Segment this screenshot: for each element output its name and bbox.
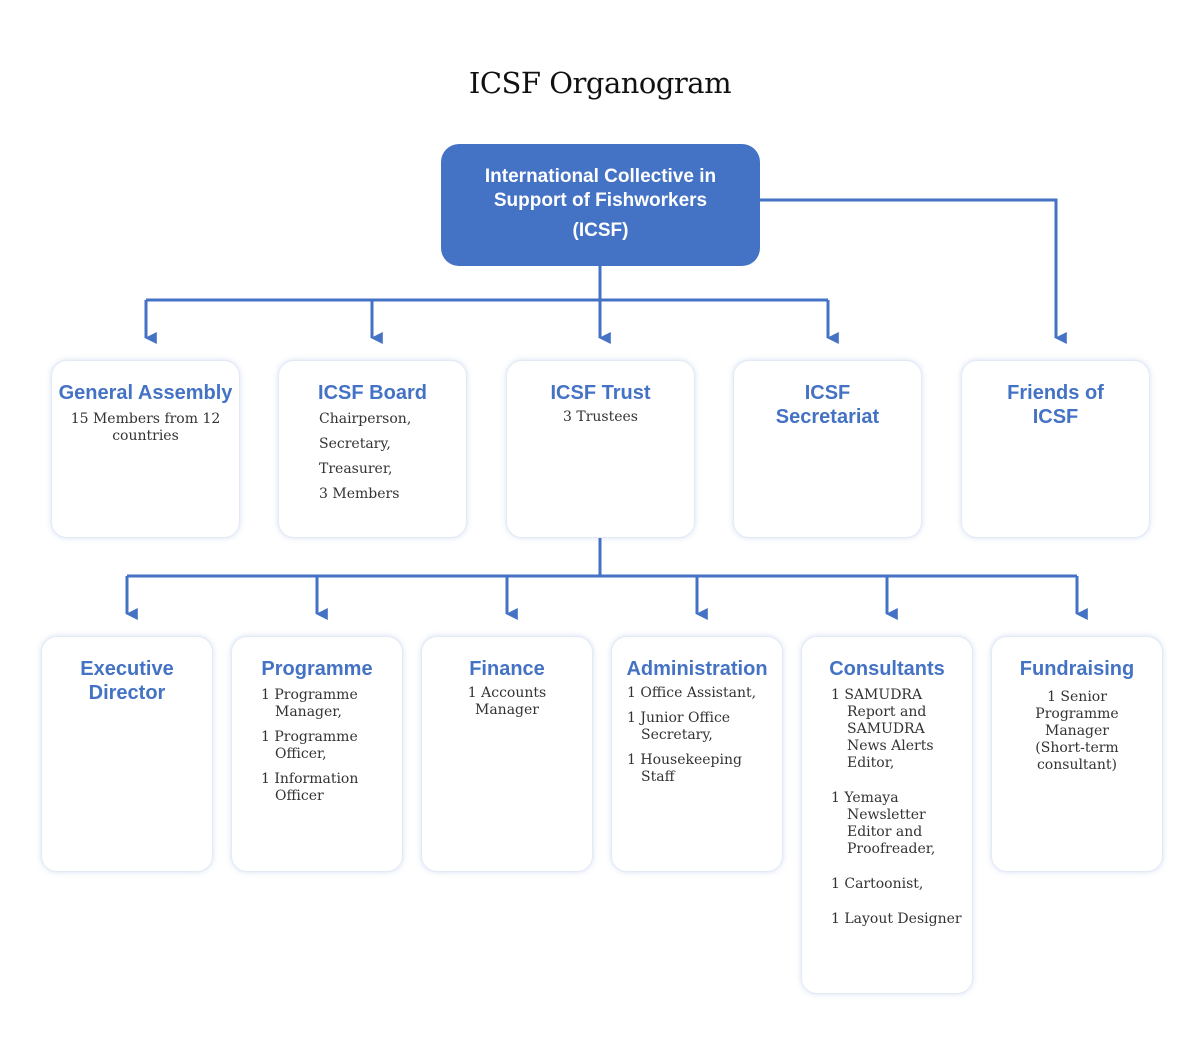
node-heading: Friends of ICSF [1007,382,1104,428]
node-programme: Programme 1 Programme Manager, 1 Program… [231,636,403,872]
board-member-line: Chairperson, [319,411,412,427]
list-item: 1 Cartoonist, [831,876,924,892]
node-body: 1 Senior Programme Manager (Short-term c… [1035,689,1119,773]
node-icsf-trust: ICSF Trust 3 Trustees [506,360,695,538]
node-heading: ICSF Secretariat [775,382,880,428]
board-member-line: Treasurer, [319,461,393,477]
list-item: 1 Housekeeping Staff [627,752,742,785]
root-label-line2: Support of Fishworkers [493,190,708,211]
node-heading: Finance [469,658,545,680]
list-item: 1 Layout Designer [831,911,962,927]
node-heading: ICSF Trust [550,382,651,404]
list-item: 1 Office Assistant, [627,685,757,701]
node-icsf-secretariat: ICSF Secretariat [733,360,922,538]
node-heading: Administration [626,658,768,680]
node-fundraising: Fundraising 1 Senior Programme Manager (… [991,636,1163,872]
root-label-line1: International Collective in [484,166,717,187]
node-friends-of-icsf: Friends of ICSF [961,360,1150,538]
node-body: 1 SAMUDRA Report and SAMUDRA News Alerts… [802,687,972,928]
node-heading: Executive Director [80,658,174,704]
node-body: Chairperson, Secretary, Treasurer, 3 Mem… [279,407,466,507]
node-general-assembly: General Assembly 15 Members from 12 coun… [51,360,240,538]
node-heading: Programme [261,658,373,680]
node-administration: Administration 1 Office Assistant, 1 Jun… [611,636,783,872]
board-member-line: Secretary, [319,436,391,452]
node-body: 3 Trustees [563,409,638,425]
node-heading: Fundraising [1019,658,1135,680]
board-member-line: 3 Members [319,486,400,502]
node-executive-director: Executive Director [41,636,213,872]
node-body: 15 Members from 12 countries [70,411,221,444]
list-item: 1 Programme Manager, [261,687,358,720]
root-node-icsf: International Collective in Support of F… [441,144,760,266]
node-body: 1 Accounts Manager [467,685,547,718]
list-item: 1 Information Officer [261,771,359,804]
list-item: 1 Programme Officer, [261,729,358,762]
node-consultants: Consultants 1 SAMUDRA Report and SAMUDRA… [801,636,973,994]
node-heading: ICSF Board [318,382,427,404]
node-finance: Finance 1 Accounts Manager [421,636,593,872]
page-title: ICSF Organogram [468,66,732,100]
node-body: 1 Office Assistant, 1 Junior Office Secr… [612,685,782,786]
list-item: 1 Junior Office Secretary, [627,710,731,743]
node-heading: Consultants [829,658,945,680]
list-item: 1 Yemaya Newsletter Editor and Proofread… [831,790,936,857]
node-body: 1 Programme Manager, 1 Programme Officer… [232,687,402,805]
node-heading: General Assembly [58,382,233,404]
arrow-to-friends-of-icsf [760,198,1067,344]
root-label-line3: (ICSF) [572,220,629,241]
list-item: 1 SAMUDRA Report and SAMUDRA News Alerts… [831,687,934,771]
node-icsf-board: ICSF Board Chairperson, Secretary, Treas… [278,360,467,538]
